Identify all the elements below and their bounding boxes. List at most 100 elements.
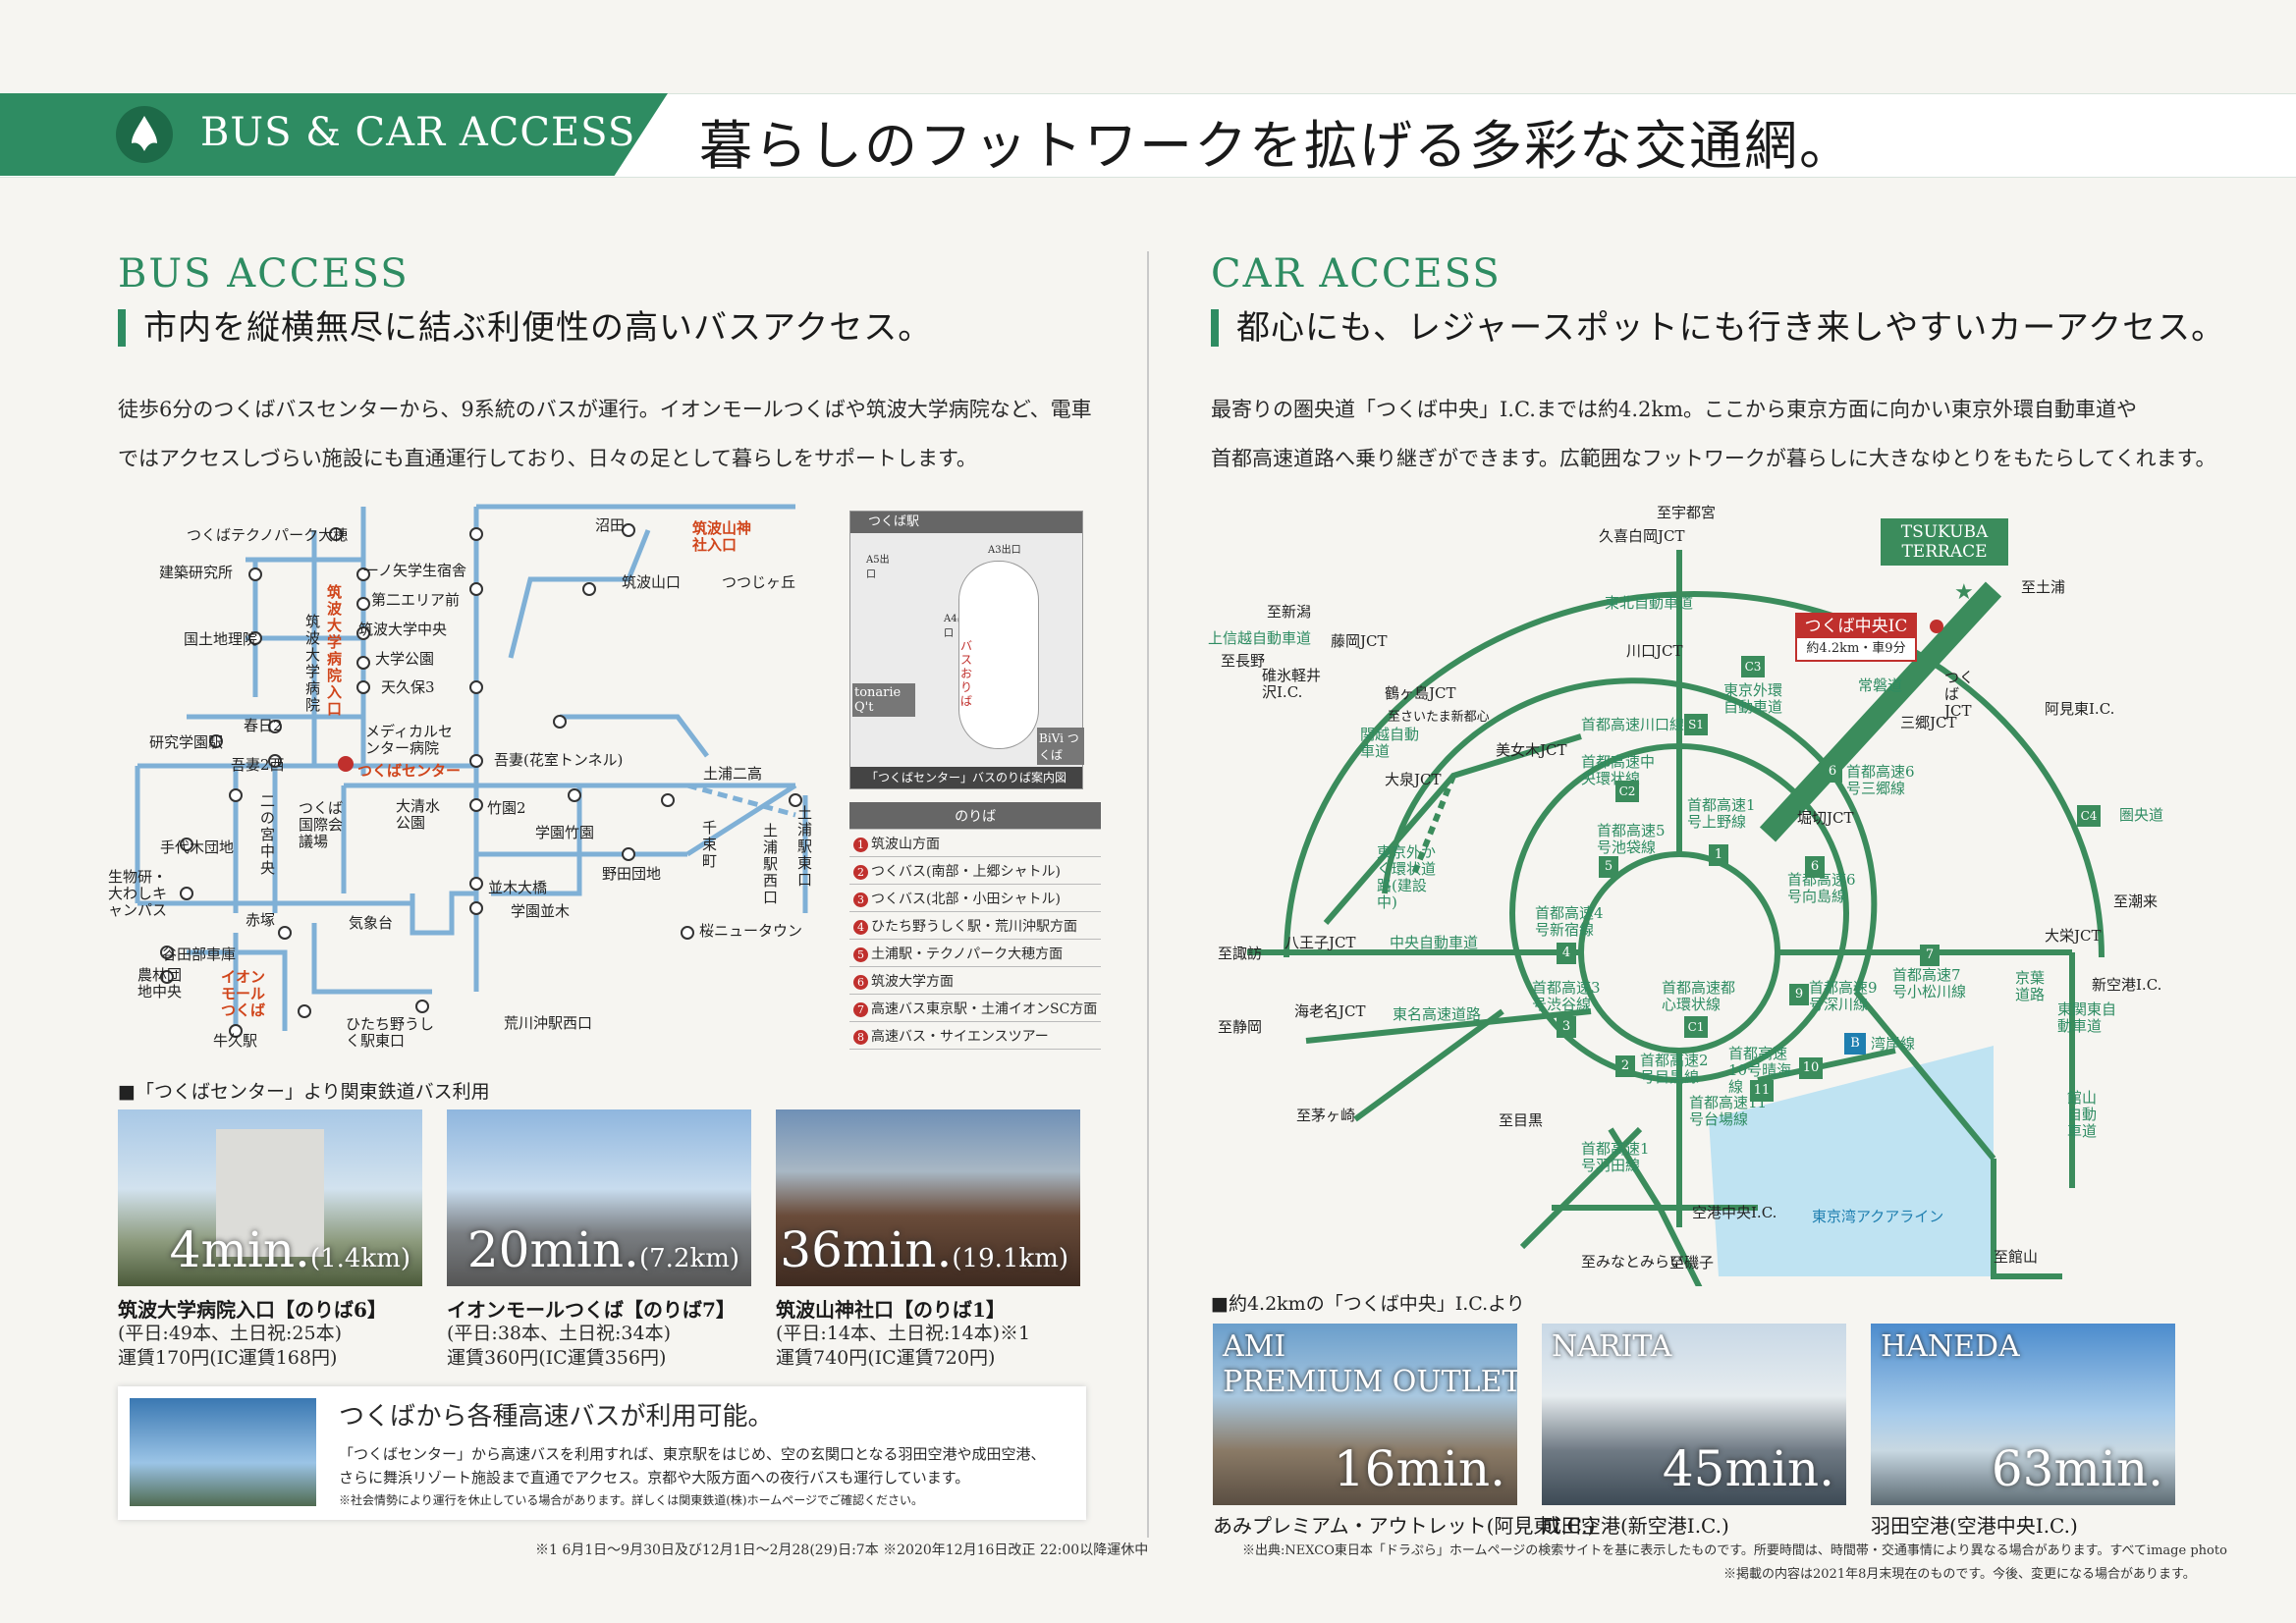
road-label: 至宇都宮 xyxy=(1657,504,1717,521)
car-section-subtitle: 都心にも、レジャースポットにも行き来しやすいカーアクセス。 xyxy=(1211,309,2225,347)
bus-map-label: つくばセンター xyxy=(357,762,462,780)
bus-map-label: 桜ニュータウン xyxy=(699,922,803,940)
bus-photo-title: 筑波山神社口【のりば1】 xyxy=(776,1298,1006,1322)
bus-description: 徒歩6分のつくばバスセンターから、9系統のバスが運行。イオンモールつくばや筑波大… xyxy=(118,385,1092,483)
road-label: 碓氷軽井沢I.C. xyxy=(1262,667,1322,701)
tonarie-building: tonarie Q't xyxy=(852,683,915,717)
road-label: 八王子JCT xyxy=(1285,934,1356,951)
bus-terminal-shape xyxy=(958,561,1039,749)
road-label: 京葉道路 xyxy=(2015,969,2046,1003)
route-marker: 2 xyxy=(1615,1055,1635,1077)
ic-box-sub: 約4.2km・車9分 xyxy=(1806,641,1906,656)
car-photo-tag: AMI PREMIUM OUTLET xyxy=(1223,1329,1517,1399)
road-label: 至さいたま新都心 xyxy=(1388,710,1490,725)
column-divider xyxy=(1147,251,1149,1538)
header-green-banner xyxy=(0,93,668,176)
route-marker: 3 xyxy=(1557,1016,1576,1038)
bus-map-label: 筑波大学中央 xyxy=(358,621,448,638)
car-footnote-2: ※掲載の内容は2021年8月末現在のものです。今後、変更になる場合があります。 xyxy=(1723,1567,2196,1582)
car-photo-tag: HANEDA xyxy=(1881,1329,2020,1364)
road-label: 至みなとみらい xyxy=(1581,1253,1685,1271)
bus-map-label: 千束町 xyxy=(702,819,718,870)
station-exit-label: A3出口 xyxy=(988,545,1021,556)
car-photo-narita: NARITA 45min. xyxy=(1542,1324,1846,1505)
bus-map-label: 研究学園駅 xyxy=(149,733,224,751)
road-label: 首都高速3号渋谷線 xyxy=(1532,979,1601,1013)
bus-photo-fare: 運賃360円(IC運賃356円) xyxy=(447,1347,667,1369)
road-label: 首都高速1号羽田線 xyxy=(1581,1140,1650,1174)
ic-info-box: つくば中央IC 約4.2km・車9分 xyxy=(1795,613,1917,662)
car-photo-title: 成田空港(新空港I.C.) xyxy=(1542,1514,1729,1538)
road-label: 東関東自動車道 xyxy=(2057,1001,2117,1035)
road-label: 首都高速6号三郷線 xyxy=(1846,763,1915,797)
car-photo-outlet: AMI PREMIUM OUTLET 16min. xyxy=(1213,1324,1517,1505)
highway-bus-line-1: 「つくばセンター」から高速バスを利用すれば、東京駅をはじめ、空の玄関口となる羽田… xyxy=(339,1445,1046,1463)
road-label: 首都高速10号晴海線 xyxy=(1728,1045,1792,1096)
bus-photo-shrine: 36min.(19.1km) xyxy=(776,1109,1080,1286)
bus-photo-title: 筑波大学病院入口【のりば6】 xyxy=(118,1298,387,1322)
bus-map-label: 建築研究所 xyxy=(159,564,234,581)
car-section-title: CAR ACCESS xyxy=(1211,251,1502,297)
road-label: 大泉JCT xyxy=(1385,771,1442,788)
bus-photo-hospital: 4min.(1.4km) xyxy=(118,1109,422,1286)
bus-map-label: 並木大橋 xyxy=(488,879,548,896)
bus-section-subtitle: 市内を縦横無尽に結ぶ利便性の高いバスアクセス。 xyxy=(118,309,932,347)
bus-photo-aeon: 20min.(7.2km) xyxy=(447,1109,751,1286)
bus-photo-title: イオンモールつくば【のりば7】 xyxy=(447,1298,736,1322)
highway-bus-photo xyxy=(130,1398,316,1506)
bus-map-label: 土浦駅西口 xyxy=(763,822,779,906)
road-label: 川口JCT xyxy=(1626,642,1683,660)
station-map: つくば駅 A5出口 A3出口 A4出口 バスおりば tonarie Q't Bi… xyxy=(849,511,1084,789)
route-marker: 1 xyxy=(1709,844,1728,866)
bus-map-label: 竹園2 xyxy=(487,799,526,817)
noriba-header: のりば xyxy=(849,802,1102,830)
road-label: 中央自動車道 xyxy=(1390,934,1479,951)
route-marker: 4 xyxy=(1557,943,1576,964)
bus-map-label: 土浦二高 xyxy=(703,765,763,783)
road-label: 首都高速中央環状線 xyxy=(1581,753,1656,787)
bus-map-label: つくばテクノパーク大穂 xyxy=(187,526,349,544)
bus-map-label: 気象台 xyxy=(349,914,394,932)
bus-map-label: 天久保3 xyxy=(381,678,435,696)
header-section-title: BUS & CAR ACCESS xyxy=(200,110,636,155)
route-marker: 6 xyxy=(1805,856,1825,878)
road-label: 至磯子 xyxy=(1669,1254,1715,1271)
bus-map-label: 農林団地中央 xyxy=(137,966,183,1001)
bus-map-label: 国土地理院 xyxy=(184,630,258,648)
hospital-building xyxy=(216,1129,324,1257)
leaf-logo-icon xyxy=(116,106,173,163)
road-label: 首都高速5号池袋線 xyxy=(1597,822,1666,856)
car-photo-time: 45min. xyxy=(1662,1440,1834,1497)
bus-map-label: 野田団地 xyxy=(602,865,662,883)
bus-map-label: つくば国際会議場 xyxy=(299,799,344,850)
route-marker: C2 xyxy=(1615,781,1639,802)
bus-map-label: 二の宮中央 xyxy=(260,792,276,877)
road-label: 至長野 xyxy=(1221,652,1266,670)
road-label: 阿見東I.C. xyxy=(2045,700,2115,718)
bus-map-label: 土浦駅東口 xyxy=(797,804,813,889)
route-marker: 7 xyxy=(1920,945,1940,966)
road-label: 首都高速6号向島線 xyxy=(1787,871,1856,905)
bus-photo-time: 20min.(7.2km) xyxy=(466,1221,739,1278)
road-label: 至館山 xyxy=(1994,1248,2039,1266)
bus-map-label: ひたち野うしく駅東口 xyxy=(346,1015,435,1050)
bus-section-title: BUS ACCESS xyxy=(118,251,410,297)
road-label: 首都高速9号深川線 xyxy=(1809,979,1878,1013)
tsukuba-terrace-tag: TSUKUBA TERRACE xyxy=(1881,518,2008,566)
bus-map-label: イオンモールつくば xyxy=(221,968,266,1019)
bus-map-label: 荒川沖駅西口 xyxy=(504,1014,593,1032)
bus-route-map xyxy=(135,504,808,1038)
car-photo-time: 63min. xyxy=(1991,1440,2163,1497)
bus-map-label: 生物研・大わしキャンパス xyxy=(108,868,168,919)
station-exit-label: A4出口 xyxy=(944,614,967,639)
header-headline: 暮らしのフットワークを拡げる多彩な交通網。 xyxy=(699,115,1854,177)
car-desc-line-2: 首都高速道路へ乗り継ぎができます。広範囲なフットワークが暮らしに大きなゆとりをも… xyxy=(1211,447,2216,470)
bus-photo-time: 4min.(1.4km) xyxy=(169,1221,410,1278)
road-label: 首都高速11号台場線 xyxy=(1689,1094,1768,1128)
car-photo-title: 羽田空港(空港中央I.C.) xyxy=(1871,1514,2078,1538)
route-marker: 5 xyxy=(1599,856,1618,878)
bus-map-label: 筑波山神社入口 xyxy=(692,519,752,554)
